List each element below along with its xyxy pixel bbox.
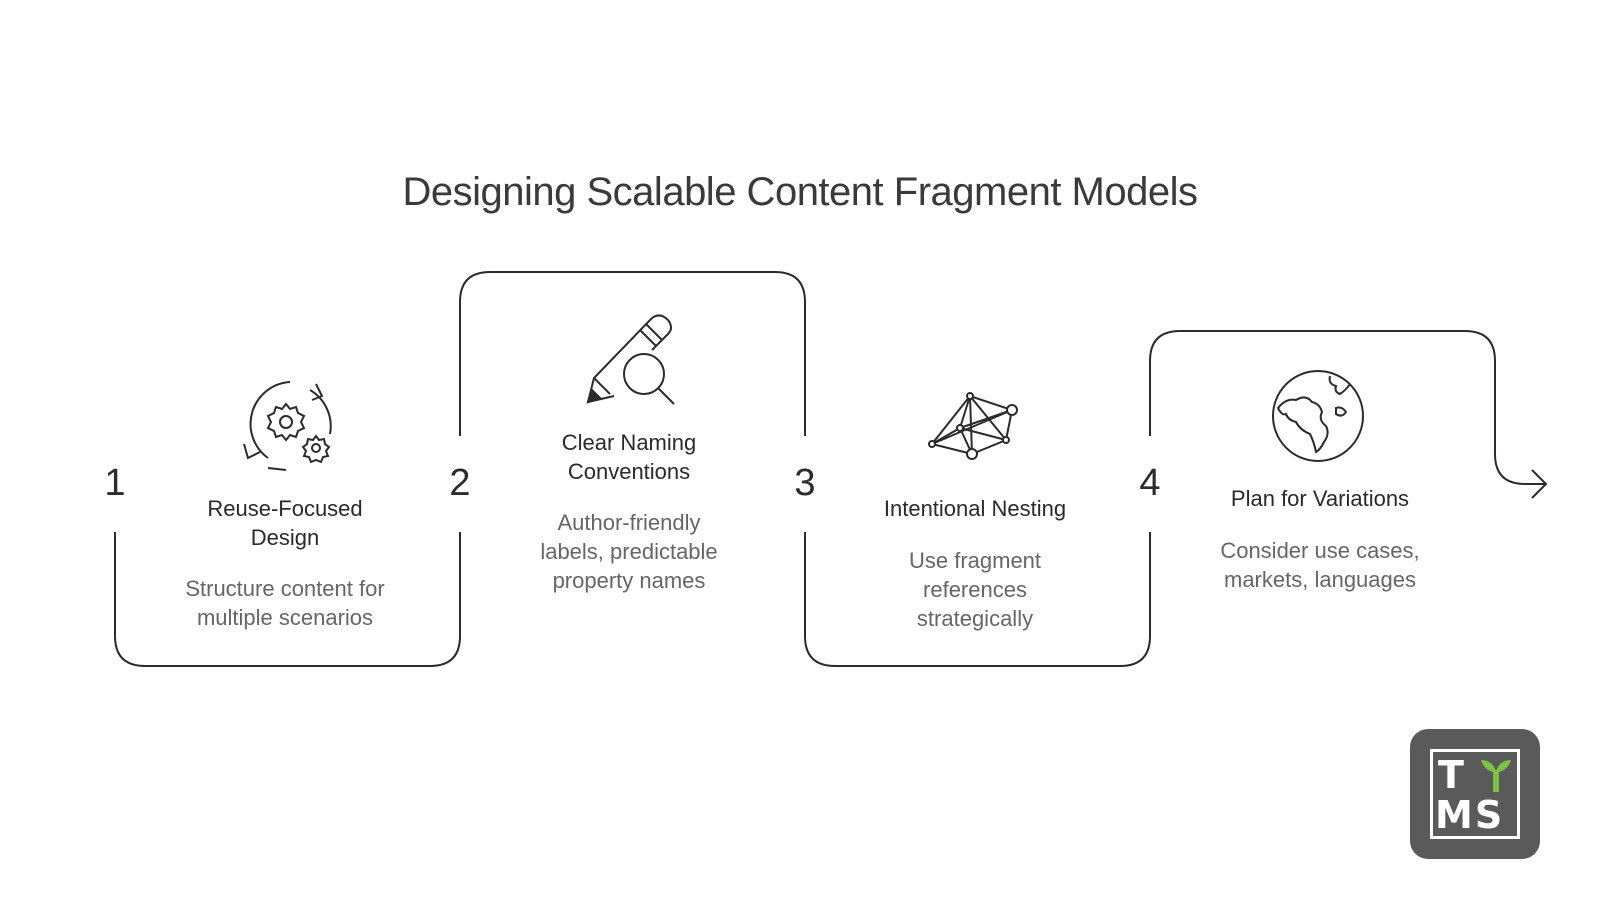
tms-logo: T MS xyxy=(1410,729,1540,859)
step-1-heading-line: Reuse-Focused xyxy=(207,496,363,521)
step-3-number: 3 xyxy=(794,462,816,504)
step-3-desc-line: strategically xyxy=(916,606,1034,631)
step-2-desc-line: Author-friendly xyxy=(557,510,701,535)
diagram-title: Designing Scalable Content Fragment Mode… xyxy=(402,170,1199,214)
step-3-desc-line: references xyxy=(923,577,1027,602)
step-3-heading: Intentional Nesting xyxy=(845,494,1105,523)
step-1-number: 1 xyxy=(104,462,126,504)
step-4-heading: Plan for Variations xyxy=(1190,484,1450,513)
step-4-desc-line: Consider use cases, xyxy=(1220,538,1420,563)
step-1-desc-line: Structure content for xyxy=(185,576,385,601)
step-4-number: 4 xyxy=(1139,462,1161,504)
step-3-desc-line: Use fragment xyxy=(908,548,1042,573)
gears-cycle-icon xyxy=(243,381,332,471)
globe-icon xyxy=(1272,370,1364,462)
step-2-desc-line: property names xyxy=(552,568,706,593)
step-1-description: Structure content for multiple scenarios xyxy=(155,574,415,632)
step-2-number: 2 xyxy=(449,462,471,504)
sprout-icon xyxy=(1481,760,1511,792)
step-3-heading-line: Intentional Nesting xyxy=(883,496,1067,521)
step-4-desc-line: markets, languages xyxy=(1224,567,1416,592)
step-2-desc-line: labels, predictable xyxy=(540,539,718,564)
step-2-description: Author-friendly labels, predictable prop… xyxy=(499,508,759,595)
step-4-description: Consider use cases, markets, languages xyxy=(1190,536,1450,594)
pencil-magnifier-icon xyxy=(586,314,675,405)
step-2-heading-line: Clear Naming xyxy=(561,430,697,455)
step-1-heading-line: Design xyxy=(250,525,320,550)
network-icon xyxy=(928,392,1018,460)
step-3-description: Use fragment references strategically xyxy=(845,546,1105,633)
logo-letter-top: T xyxy=(1438,753,1464,797)
step-1-desc-line: multiple scenarios xyxy=(196,605,374,630)
logo-frame: T MS xyxy=(1430,749,1520,839)
step-1-heading: Reuse-Focused Design xyxy=(155,494,415,552)
step-2-heading-line: Conventions xyxy=(567,459,691,484)
step-4-heading-line: Plan for Variations xyxy=(1230,486,1410,511)
logo-letters-bottom: MS xyxy=(1435,793,1505,837)
step-2-heading: Clear Naming Conventions xyxy=(499,428,759,486)
